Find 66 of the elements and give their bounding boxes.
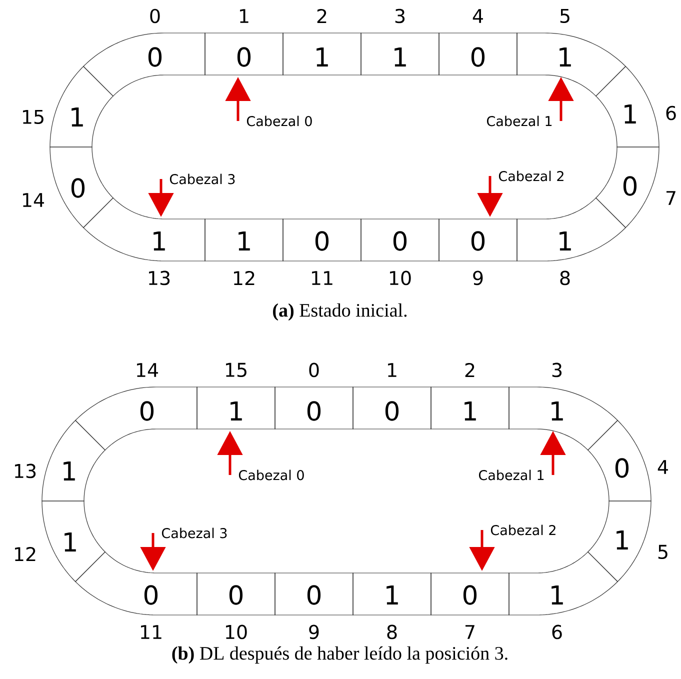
tape-cell: 1 [82, 197, 206, 262]
tape-cell: 1 [516, 32, 626, 97]
tape-cell: 0 [196, 572, 276, 616]
tape-cell: 0 [438, 218, 518, 262]
index-number: 6 [552, 624, 562, 640]
index-number: 15 [23, 110, 44, 124]
index-number: 1 [388, 363, 396, 377]
head-label: Cabezal 1 [479, 470, 544, 480]
caption: (b) DL después de haber leído la posición 3. [172, 646, 508, 664]
index-number: 11 [312, 271, 332, 285]
index-number: 15 [226, 362, 246, 378]
tape-cell: 1 [50, 66, 114, 148]
index-number: 8 [560, 270, 570, 286]
tape-cell: 1 [352, 572, 432, 616]
tape-cell: 0 [282, 218, 362, 262]
head-label: Cabezal 3 [170, 174, 235, 184]
head-label: Cabezal 2 [498, 170, 564, 182]
caption: (a) Estado inicial. [273, 303, 407, 321]
tape-cell: 1 [360, 32, 440, 76]
index-number: 12 [15, 546, 36, 562]
index-number: 9 [473, 270, 483, 286]
index-number: 5 [560, 8, 570, 24]
index-number: 4 [472, 9, 483, 23]
index-number: 1 [240, 9, 248, 23]
index-number: 13 [149, 270, 170, 286]
index-number: 7 [466, 625, 474, 639]
index-number: 7 [666, 191, 676, 205]
index-number: 12 [234, 270, 254, 286]
head-label: Cabezal 2 [490, 524, 556, 536]
tape-cell: 1 [204, 218, 284, 262]
tape-cell: 1 [508, 386, 618, 450]
head-label: Cabezal 1 [487, 116, 552, 126]
index-number: 14 [23, 193, 44, 207]
index-number: 2 [317, 8, 326, 24]
head-label: Cabezal 0 [238, 470, 304, 480]
index-number: 10 [226, 624, 247, 640]
index-number: 14 [137, 363, 158, 377]
index-number: 10 [390, 270, 411, 286]
index-number: 9 [309, 624, 319, 640]
index-number: 0 [309, 362, 319, 378]
tape-cell: 0 [430, 572, 510, 616]
index-number: 3 [395, 8, 405, 24]
tape-cell: 1 [430, 386, 510, 430]
index-number: 6 [666, 106, 676, 120]
head-label: Cabezal 3 [162, 528, 227, 538]
tape-cell: 0 [595, 146, 660, 228]
tape-cell: 0 [438, 32, 518, 76]
index-number: 5 [658, 544, 668, 560]
tape-cell: 0 [274, 386, 354, 430]
index-number: 2 [465, 362, 474, 378]
index-number: 11 [141, 625, 162, 639]
tape-cell: 0 [352, 386, 432, 430]
tape-cell: 1 [42, 420, 106, 502]
head-label: Cabezal 0 [246, 116, 312, 126]
tape-cell: 0 [274, 572, 354, 616]
index-number: 4 [658, 460, 668, 474]
tape-cell: 1 [196, 386, 276, 430]
tape-cell: 0 [204, 32, 284, 76]
tape-cell: 1 [587, 500, 652, 582]
tape-cell: 1 [282, 32, 362, 76]
index-number: 8 [387, 624, 397, 640]
index-number: 13 [15, 464, 36, 478]
tape-cell: 0 [74, 551, 198, 616]
tape-cell: 0 [360, 218, 440, 262]
index-number: 3 [552, 362, 562, 378]
index-number: 0 [150, 8, 160, 24]
